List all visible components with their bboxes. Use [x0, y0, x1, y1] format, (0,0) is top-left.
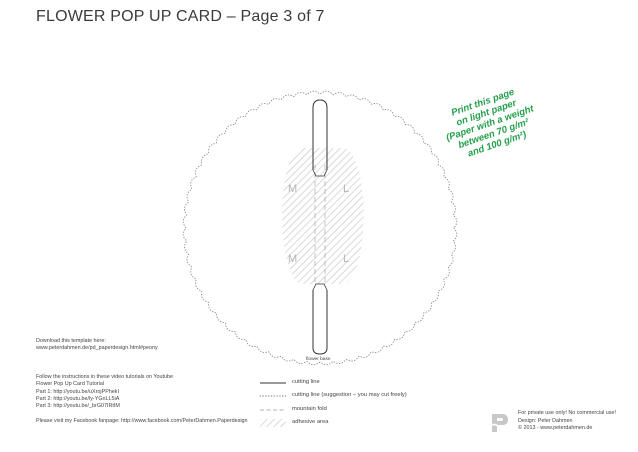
- legend-adhesive-area-symbol: [260, 419, 286, 427]
- cutout-label-top-right: L: [343, 183, 350, 195]
- tutorial-title: Flower Pop Up Card Tutorial: [36, 381, 105, 388]
- flower-base-label: flower base: [306, 357, 331, 362]
- legend-cutting-line-label: cutting line: [292, 379, 320, 385]
- tutorial-link-part-1[interactable]: Part 1: http://youtu.be/uXrojPPhekI: [36, 388, 120, 395]
- legend-mountain-fold-label: mountain fold: [292, 406, 327, 412]
- top-stem-cutting-line: [312, 99, 328, 177]
- cutout-label-bottom-right: L: [343, 253, 350, 265]
- legend-suggestion-line-label: cutting line (suggestion – you may cut f…: [292, 392, 407, 398]
- tutorial-intro: Follow the instructions in these video t…: [36, 374, 173, 380]
- legend-adhesive-area-label: adhesive area: [292, 419, 329, 425]
- credits-license: For private use only! No commercial use!: [518, 410, 616, 416]
- credits-copyright: © 2013 - www.peterdahmen.de: [518, 425, 593, 432]
- download-label: Download this template here:: [36, 338, 106, 344]
- tutorial-note: Follow the instructions in these video t…: [36, 374, 173, 410]
- bottom-stem-cutting-line: [312, 283, 328, 355]
- flower-outline-cutting-line: [182, 90, 458, 366]
- download-link[interactable]: www.peterdahmen.de/pd_paperdesign.html#p…: [36, 345, 158, 352]
- adhesive-area-oval: [282, 148, 364, 284]
- credits-block: For private use only! No commercial use!…: [518, 410, 616, 433]
- download-note: Download this template here: www.peterda…: [36, 338, 158, 353]
- cutout-label-bottom-left: M: [288, 253, 298, 265]
- peter-dahmen-logo-icon: [488, 414, 508, 432]
- cutout-label-top-left: M: [288, 183, 298, 195]
- facebook-link[interactable]: Please visit my Facebook fanpage: http:/…: [36, 418, 248, 424]
- tutorial-link-part-2[interactable]: Part 2: http://youtu.be/ly-YGnLL5iA: [36, 395, 120, 402]
- page-title: FLOWER POP UP CARD – Page 3 of 7: [36, 8, 325, 25]
- facebook-note[interactable]: Please visit my Facebook fanpage: http:/…: [36, 418, 248, 425]
- credits-designer: Design: Peter Dahmen: [518, 417, 573, 424]
- tutorial-link-part-3[interactable]: Part 3: http://youtu.be/_brG07IRtIM: [36, 403, 120, 410]
